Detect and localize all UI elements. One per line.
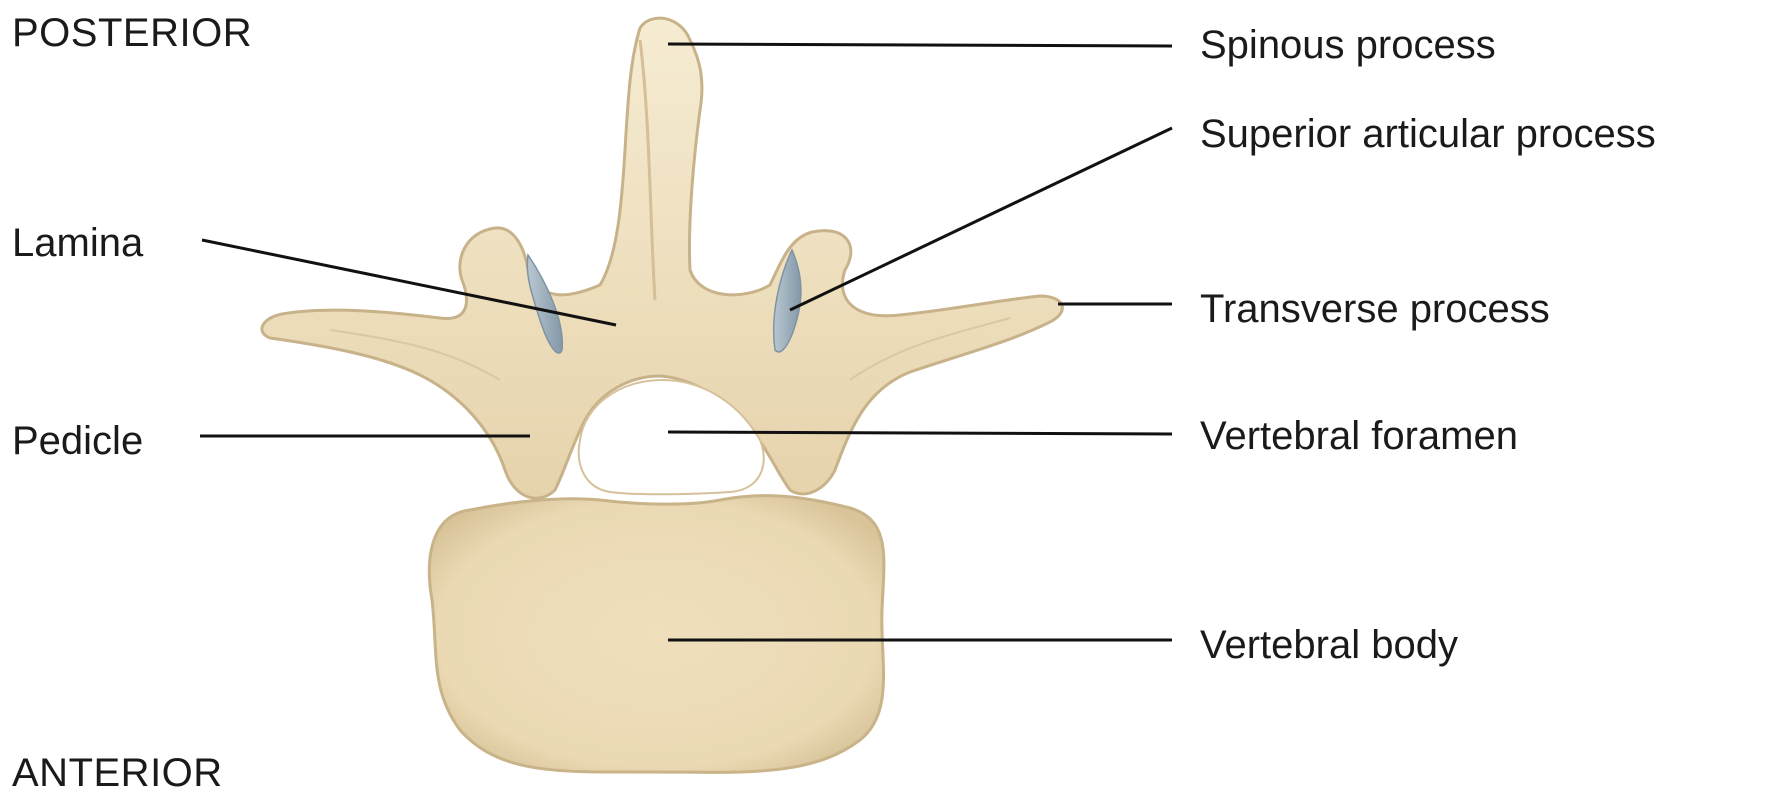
- label-transverse-process: Transverse process: [1200, 286, 1550, 332]
- label-superior-articular-process: Superior articular process: [1200, 111, 1656, 157]
- leader-superior-articular-process: [790, 128, 1172, 310]
- label-vertebral-body: Vertebral body: [1200, 622, 1458, 668]
- label-lamina: Lamina: [12, 220, 143, 266]
- vertebral-body-shape: [429, 496, 884, 773]
- orientation-anterior-label: ANTERIOR: [12, 750, 223, 796]
- leader-lamina: [202, 240, 616, 325]
- label-vertebral-foramen: Vertebral foramen: [1200, 413, 1518, 459]
- leader-spinous-process: [668, 44, 1172, 46]
- label-pedicle: Pedicle: [12, 418, 143, 464]
- leader-vertebral-foramen: [668, 432, 1172, 434]
- orientation-posterior-label: POSTERIOR: [12, 10, 252, 56]
- label-spinous-process: Spinous process: [1200, 22, 1496, 68]
